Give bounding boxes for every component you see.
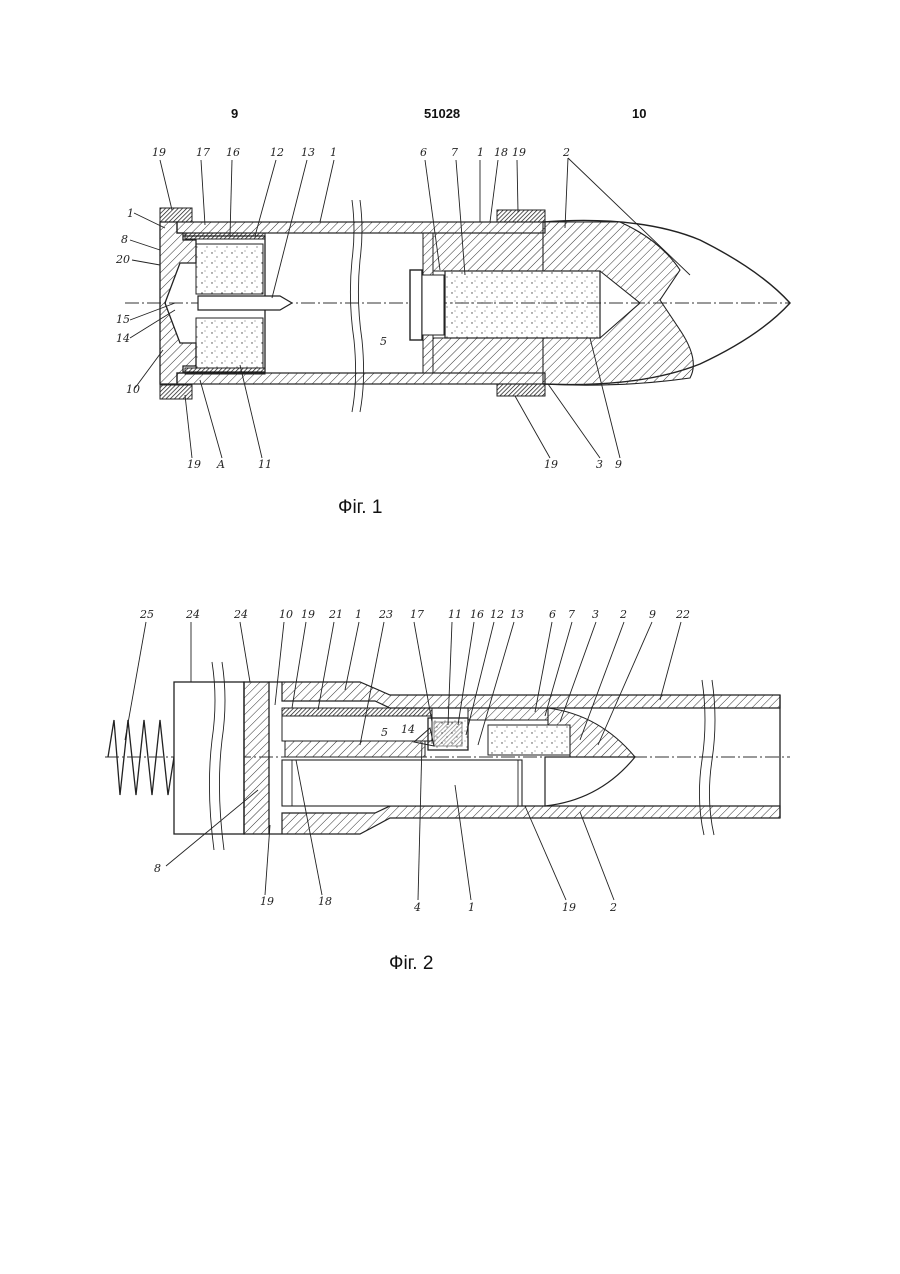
fig1-label: 1 (330, 146, 337, 159)
fig2-label: 16 (470, 608, 484, 621)
fig2-label: 1 (468, 901, 475, 914)
fig1-label: 13 (301, 146, 315, 159)
fig2-label: 18 (318, 895, 332, 908)
fig1-label: 15 (116, 313, 130, 326)
fig2-label: 19 (260, 895, 274, 908)
fig2-label: 7 (568, 608, 575, 621)
figure-1-drawing (125, 200, 790, 412)
fig1-label: 16 (226, 146, 240, 159)
fig2-label: 19 (301, 608, 315, 621)
fig1-label: 1 (477, 146, 484, 159)
fig2-label: 21 (328, 608, 343, 621)
fig2-label: 5 (381, 726, 388, 739)
fig1-label: 19 (512, 146, 526, 159)
fig2-label: 25 (139, 608, 154, 621)
fig1-label: 17 (196, 146, 210, 159)
figure-1-caption: Фiг. 1 (338, 497, 382, 519)
fig1-label: 8 (121, 233, 128, 246)
fig1-label: 11 (258, 458, 272, 471)
fig2-label: 19 (562, 901, 576, 914)
fig2-label: 9 (649, 608, 656, 621)
fig1-label: 6 (420, 146, 427, 159)
fig2-label: 4 (413, 901, 421, 914)
fig2-label: 8 (154, 862, 161, 875)
fig2-label: 23 (378, 608, 393, 621)
fig2-label: 2 (609, 901, 617, 914)
fig1-label: 20 (115, 253, 130, 266)
fig1-label: 1 (127, 207, 134, 220)
fig2-label: 22 (675, 608, 690, 621)
fig1-label: 14 (116, 332, 130, 345)
fig1-label: 3 (596, 458, 603, 471)
fig1-label: A (216, 458, 225, 471)
fig1-label: 19 (544, 458, 558, 471)
fig2-label: 17 (410, 608, 424, 621)
fig2-label: 12 (490, 608, 504, 621)
fig2-label: 1 (355, 608, 362, 621)
fig1-label: 5 (380, 335, 387, 348)
fig2-label: 2 (619, 608, 627, 621)
fig2-label: 24 (185, 608, 200, 621)
fig1-label: 18 (494, 146, 508, 159)
fig2-label: 14 (401, 723, 415, 736)
fig2-label: 6 (549, 608, 556, 621)
fig2-label: 24 (233, 608, 248, 621)
fig2-label: 3 (592, 608, 599, 621)
fig1-label: 12 (270, 146, 284, 159)
fig1-label: 9 (615, 458, 622, 471)
fig1-label: 19 (152, 146, 166, 159)
fig2-label: 10 (279, 608, 293, 621)
figure-2-caption: Фiг. 2 (389, 953, 433, 975)
figure-2-drawing (105, 662, 790, 850)
fig1-label: 10 (126, 383, 140, 396)
fig1-label: 7 (451, 146, 458, 159)
fig2-label: 11 (448, 608, 462, 621)
fig1-label: 2 (562, 146, 570, 159)
fig2-label: 13 (510, 608, 524, 621)
fig1-label: 19 (187, 458, 201, 471)
